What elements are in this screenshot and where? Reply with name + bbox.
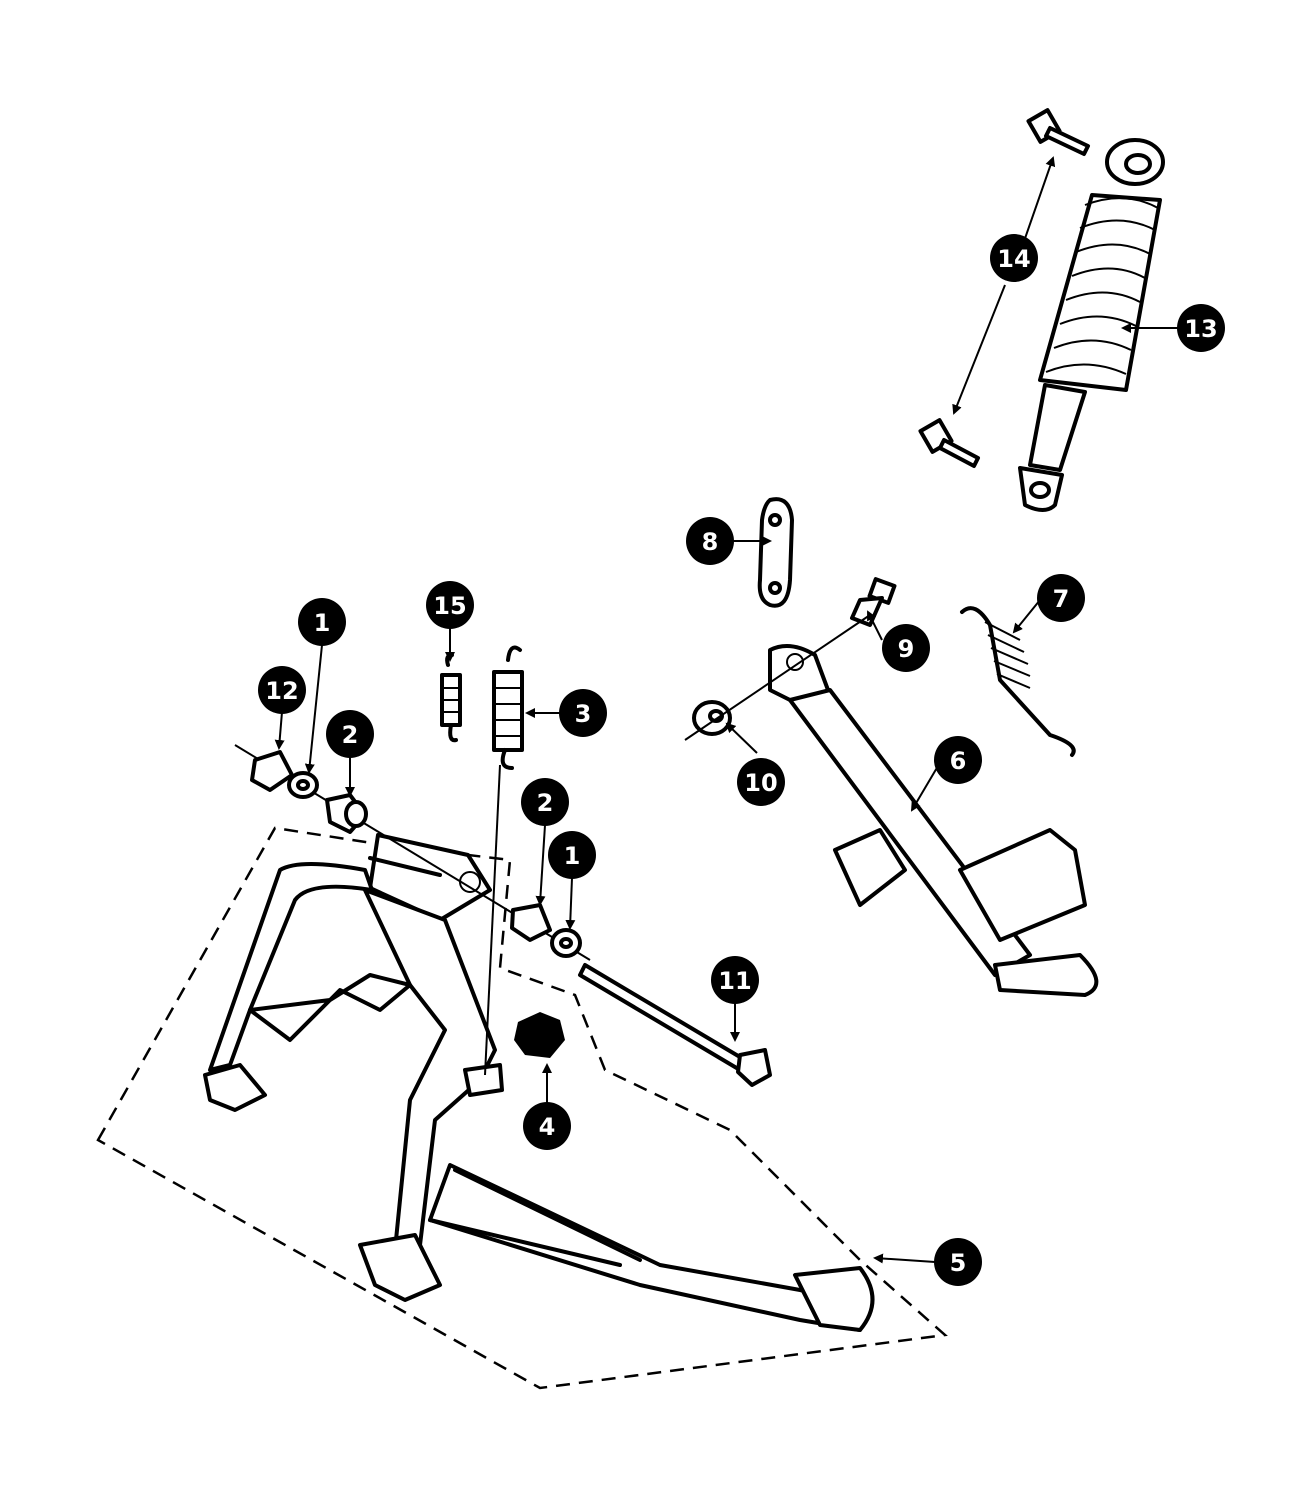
- washer-right: [550, 928, 582, 958]
- svg-text:2: 2: [342, 721, 359, 749]
- svg-text:9: 9: [898, 635, 915, 663]
- svg-text:12: 12: [265, 677, 298, 705]
- svg-text:10: 10: [744, 769, 777, 797]
- callout-14: 14: [990, 234, 1038, 282]
- svg-text:5: 5: [950, 1249, 967, 1277]
- pivot-nut: [692, 700, 732, 736]
- centre-stand-outline: [96, 826, 948, 1390]
- svg-text:7: 7: [1053, 585, 1070, 613]
- lock-nut-left: [250, 750, 294, 792]
- shock-bolt-top: [1026, 108, 1090, 156]
- svg-text:14: 14: [997, 245, 1030, 273]
- callout-15: 15: [426, 581, 474, 629]
- washer-left: [287, 771, 319, 799]
- svg-text:1: 1: [564, 842, 581, 870]
- pivot-bolt: [850, 577, 897, 627]
- svg-text:8: 8: [702, 528, 719, 556]
- callout-5: 5: [934, 1238, 982, 1286]
- callout-12: 12: [258, 666, 306, 714]
- callout-3: 3: [559, 689, 607, 737]
- callout-11: 11: [711, 956, 759, 1004]
- callout-badges: 1 1 2 2 3 4 5 6: [258, 234, 1225, 1286]
- rubber-stopper: [514, 1012, 565, 1058]
- callout-7: 7: [1037, 574, 1085, 622]
- svg-text:2: 2: [537, 789, 554, 817]
- svg-text:1: 1: [314, 609, 331, 637]
- side-stand-spring: [960, 606, 1076, 757]
- svg-text:3: 3: [575, 700, 592, 728]
- svg-text:13: 13: [1184, 315, 1217, 343]
- callout-6: 6: [934, 736, 982, 784]
- small-spring: [440, 653, 462, 743]
- callout-4: 4: [523, 1102, 571, 1150]
- callout-10: 10: [737, 758, 785, 806]
- bush-right: [510, 903, 552, 942]
- side-stand: [768, 644, 1099, 997]
- callout-2-upper: 2: [326, 710, 374, 758]
- callout-13: 13: [1177, 304, 1225, 352]
- svg-text:4: 4: [539, 1113, 556, 1141]
- svg-text:11: 11: [718, 967, 751, 995]
- bush-left: [325, 793, 368, 834]
- shock-absorber: [1018, 138, 1165, 512]
- svg-text:6: 6: [950, 747, 967, 775]
- callout-2-lower: 2: [521, 778, 569, 826]
- callout-1-upper: 1: [298, 598, 346, 646]
- pivot-shaft: [578, 963, 772, 1087]
- shock-bolt-bottom: [918, 418, 980, 468]
- callout-9: 9: [882, 624, 930, 672]
- callout-1-lower: 1: [548, 831, 596, 879]
- svg-text:15: 15: [433, 592, 466, 620]
- stand-bracket: [757, 497, 794, 608]
- centre-stand: [203, 833, 875, 1332]
- main-spring: [484, 645, 524, 1076]
- callout-8: 8: [686, 517, 734, 565]
